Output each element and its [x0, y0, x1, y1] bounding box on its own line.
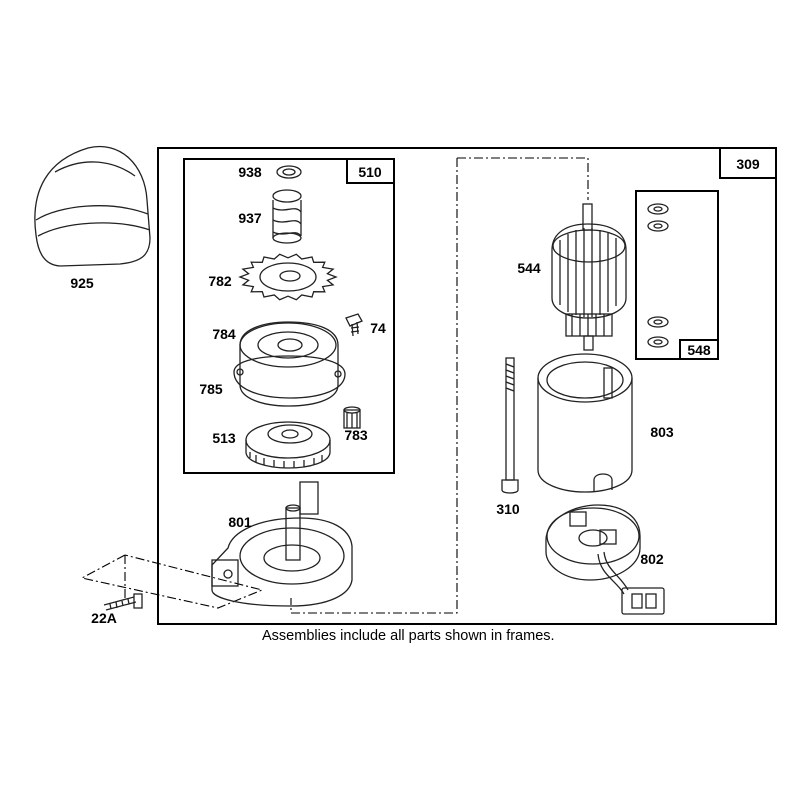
part-803-label: 803 [650, 424, 674, 440]
through-bolt-part: 310 [496, 357, 520, 517]
part-937-label: 937 [238, 210, 262, 226]
part-74-label: 74 [370, 320, 386, 336]
part-925-label: 925 [70, 275, 94, 291]
frame-548-label: 548 [687, 342, 711, 358]
housing-part: 803 [537, 353, 674, 493]
part-784-label: 784 [212, 326, 236, 342]
frame-309-label: 309 [736, 156, 760, 172]
leader-lines [80, 157, 589, 614]
end-cap-part: 801 [211, 481, 353, 607]
frame-548: 548 [635, 190, 719, 360]
spring-part: 937 [238, 189, 302, 244]
part-544-label: 544 [517, 260, 541, 276]
frame-510-label: 510 [358, 164, 382, 180]
brush-kit-parts [647, 203, 669, 348]
armature-part: 544 [517, 203, 627, 351]
part-310-label: 310 [496, 501, 520, 517]
gasket-part: 785 [199, 355, 346, 399]
frame-309: 309 [157, 147, 777, 625]
part-785-label: 785 [199, 381, 223, 397]
assembly-note: Assemblies include all parts shown in fr… [262, 628, 555, 644]
screw-74-part: 74 [345, 313, 386, 337]
retainer-part: 938 [238, 164, 302, 180]
part-22a-label: 22A [91, 610, 117, 626]
ring-gear-part: 513 [212, 421, 331, 469]
frame-510: 510 [183, 158, 395, 474]
part-802-label: 802 [640, 551, 664, 567]
part-801-label: 801 [228, 514, 252, 530]
brush-plate-part: 802 [545, 504, 665, 615]
part-783-label: 783 [344, 427, 368, 443]
part-782-label: 782 [208, 273, 232, 289]
part-513-label: 513 [212, 430, 236, 446]
pinion-part: 783 [343, 406, 368, 443]
gear-part: 782 [208, 253, 338, 301]
boot-part: 925 [34, 145, 151, 291]
part-938-label: 938 [238, 164, 262, 180]
mount-screw-part: 22A [91, 593, 143, 626]
cover-part: 784 [212, 321, 339, 407]
